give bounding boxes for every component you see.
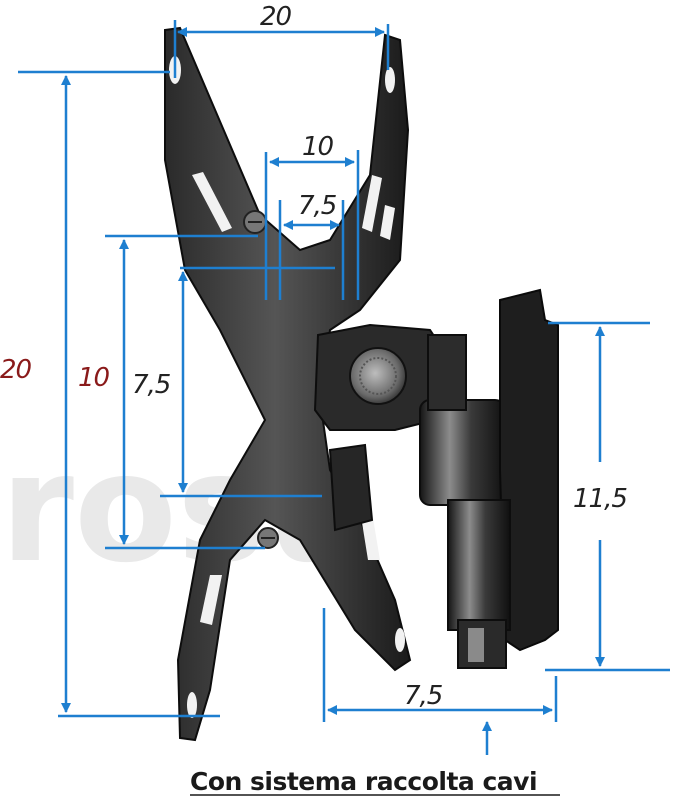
plate-slot [362,175,382,232]
plate-slot [192,172,232,232]
plate-hole [187,692,197,718]
arm-joint [427,334,467,411]
caption: Con sistema raccolta cavi [190,767,537,796]
lower-tab [328,443,374,532]
dim-top-width: 20 [260,2,292,32]
dim-arm-depth: 7,5 [404,681,443,711]
dim-left-height-10: 10 [78,363,110,393]
wall-hinge-cylinder [447,499,511,631]
plate-slot [200,575,222,625]
dim-inner-width-7-5: 7,5 [298,191,337,221]
x-plate [164,26,412,742]
plate-hole [385,67,395,93]
mount-bracket [164,26,559,742]
tilt-knob-icon [349,347,407,405]
plate-hole [395,628,405,652]
arm-cylinder [419,399,506,506]
dim-left-height-20: 20 [0,355,32,385]
dim-arm-height: 11,5 [573,484,627,514]
dim-left-height-7-5: 7,5 [132,370,171,400]
dimension-lines [18,20,670,755]
dim-inner-width-10: 10 [302,132,334,162]
plate-slot [380,205,395,240]
